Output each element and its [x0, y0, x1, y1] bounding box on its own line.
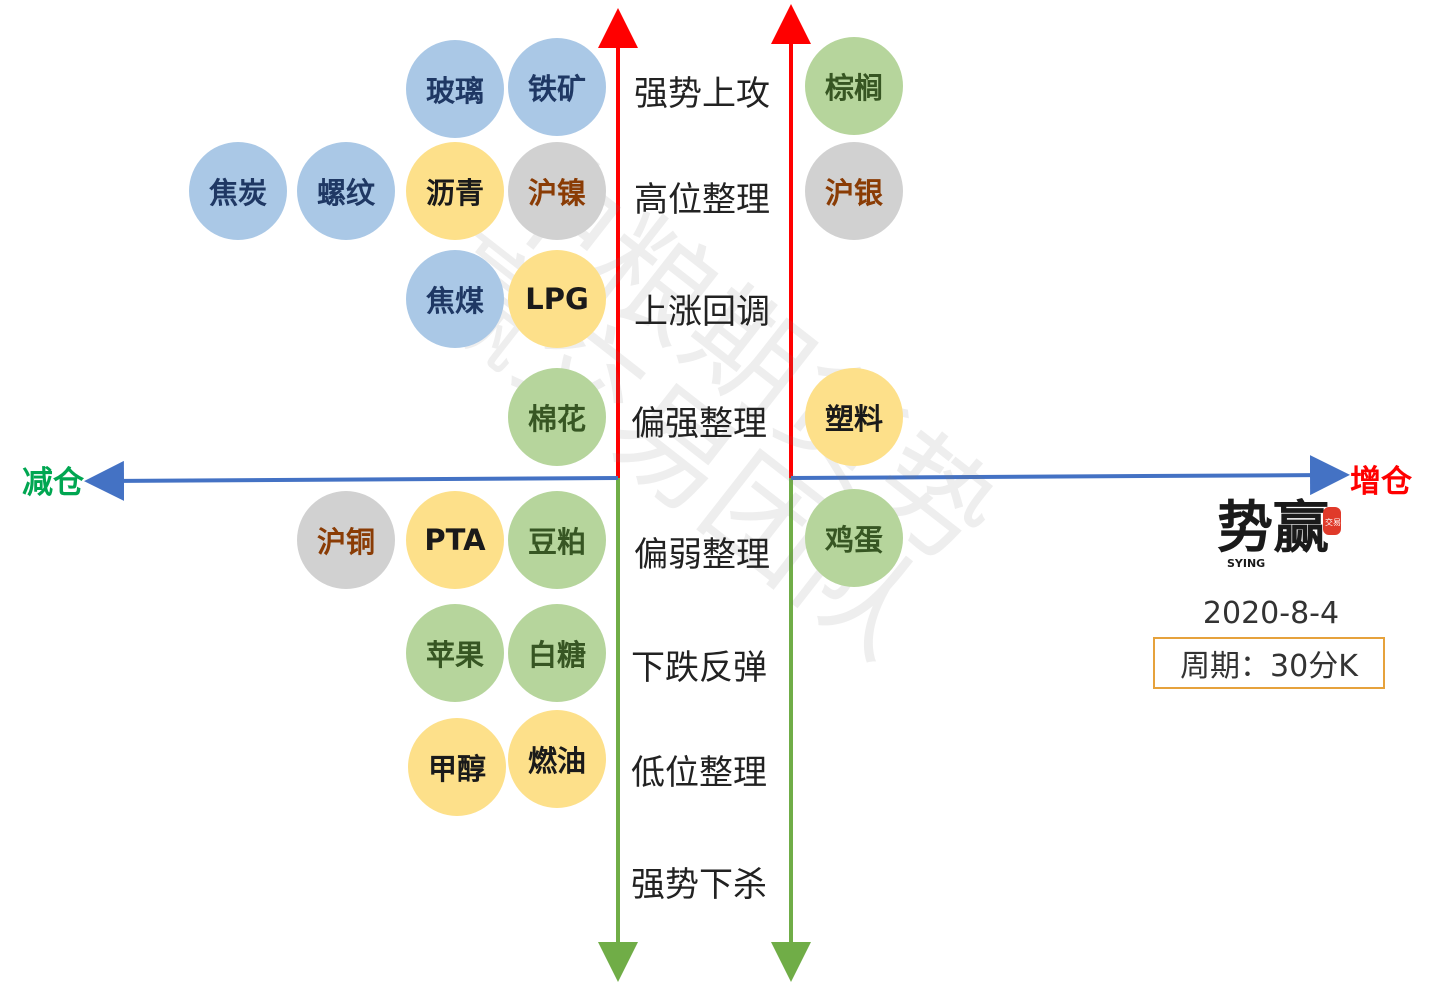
- commodity-bubble: 豆粕: [508, 491, 606, 589]
- seal-text: 交易: [1325, 517, 1341, 527]
- reduce-position-label: 减仓: [22, 465, 84, 501]
- period-text: 周期：30分K: [1180, 649, 1358, 684]
- logo-text: 势赢: [1217, 495, 1329, 561]
- commodity-bubble: 棕榈: [805, 37, 903, 135]
- commodity-bubble: PTA: [406, 491, 504, 589]
- commodity-bubble: 鸡蛋: [805, 489, 903, 587]
- period-box: 周期：30分K: [1153, 637, 1385, 689]
- reduce-position-arrow: [84, 460, 619, 501]
- increase-position-arrow: [790, 455, 1350, 496]
- seal-mark: [1323, 507, 1341, 535]
- commodity-bubble: 焦煤: [406, 250, 504, 348]
- commodity-bubble: 玻璃: [406, 40, 504, 138]
- stage-label: 强势下杀: [631, 865, 767, 905]
- stage-label: 下跌反弹: [631, 648, 767, 688]
- commodity-bubble: 沪镍: [508, 142, 606, 240]
- stage-label: 强势上攻: [634, 74, 770, 114]
- commodity-bubble: LPG: [508, 250, 606, 348]
- stage-label: 偏弱整理: [634, 535, 770, 575]
- commodity-bubble: 苹果: [406, 604, 504, 702]
- commodity-bubble: 燃油: [508, 710, 606, 808]
- commodity-bubble: 塑料: [805, 368, 903, 466]
- brand-logo: 势赢 SYING 交易: [1217, 495, 1341, 570]
- stage-label: 低位整理: [631, 753, 767, 793]
- date-text: 2020-8-4: [1202, 596, 1340, 631]
- commodity-bubble: 铁矿: [508, 38, 606, 136]
- commodity-bubble: 焦炭: [189, 142, 287, 240]
- commodity-bubble: 沥青: [406, 142, 504, 240]
- commodity-bubble: 甲醇: [408, 718, 506, 816]
- stage-label: 偏强整理: [631, 404, 767, 444]
- commodity-bubble: 沪铜: [297, 491, 395, 589]
- logo-sub-text: SYING: [1227, 557, 1265, 570]
- stage-label: 高位整理: [634, 180, 770, 220]
- commodity-bubble: 沪银: [805, 142, 903, 240]
- commodity-bubble: 棉花: [508, 368, 606, 466]
- commodity-bubble: 螺纹: [297, 142, 395, 240]
- increase-position-label: 增仓: [1350, 464, 1412, 500]
- stage-label: 上涨回调: [634, 292, 770, 332]
- commodity-bubble: 白糖: [508, 604, 606, 702]
